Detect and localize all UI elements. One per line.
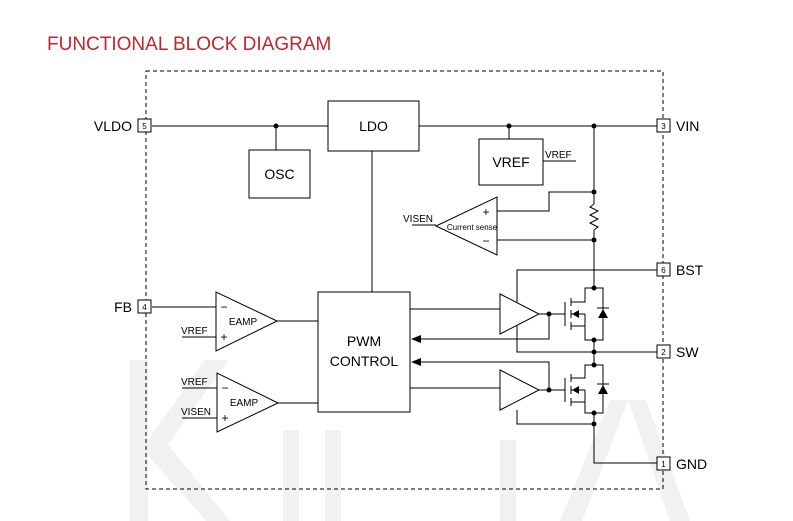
eamp-top-amplifier: EAMP − + [215,291,279,352]
pin-sw-label: SW [676,344,699,360]
pin-fb: 4 FB [114,299,152,315]
vref-label: VREF [492,154,529,170]
osc-block: OSC [248,149,311,199]
pin-gnd: 1 GND [656,456,707,472]
pin-vin-label: VIN [676,118,699,134]
vref-block: VREF [478,138,544,186]
eamp-bottom-amplifier: EAMP − + [216,372,280,433]
diagram-title: FUNCTIONAL BLOCK DIAGRAM [47,34,331,55]
eamp-top-minus: − [220,300,227,314]
high-side-mosfet [564,287,609,341]
ldo-label: LDO [359,118,388,134]
pin-sw: 2 SW [656,344,699,360]
wires [152,125,657,464]
eamp-top-vref-label: VREF [181,326,208,337]
current-sense-label: Current sense [447,223,498,232]
ldo-block: LDO [327,100,420,152]
pin-bst-label: BST [676,262,704,278]
pin-fb-label: FB [114,299,132,315]
pin-vldo-label: VLDO [94,118,132,134]
pin-vldo: 5 VLDO [94,118,152,134]
pin-gnd-number: 1 [661,460,666,469]
eamp-bottom-visen-label: VISEN [181,407,211,418]
pin-fb-number: 4 [142,303,147,312]
current-sense-minus: − [482,234,489,248]
low-side-mosfet [564,364,609,414]
chip-boundary [145,70,664,490]
pin-sw-number: 2 [661,348,666,357]
pin-bst-number: 6 [661,266,666,275]
osc-label: OSC [264,166,294,182]
low-side-gate-driver [499,369,541,411]
pin-bst: 6 BST [656,262,704,278]
eamp-top-label: EAMP [229,317,258,328]
pin-gnd-label: GND [676,456,707,472]
vref-output-label: VREF [545,150,572,161]
current-sense-plus: + [482,205,489,219]
current-sense-amplifier: Current sense + − [434,196,498,256]
eamp-bottom-minus: − [221,381,228,395]
high-side-gate-driver [499,293,541,335]
pin-vin-number: 3 [661,122,666,131]
pin-vin: 3 VIN [656,118,699,134]
pin-vldo-number: 5 [142,122,147,131]
eamp-bottom-vref-label: VREF [181,377,208,388]
arrowheads [411,335,421,366]
eamp-bottom-label: EAMP [230,398,259,409]
pwm-label-line1: PWM [347,333,381,349]
eamp-top-plus: + [220,330,227,344]
pwm-control-block: PWM CONTROL [317,291,411,413]
eamp-bottom-plus: + [221,411,228,425]
visen-output-label: VISEN [403,214,433,225]
pwm-label-line2: CONTROL [330,353,399,369]
